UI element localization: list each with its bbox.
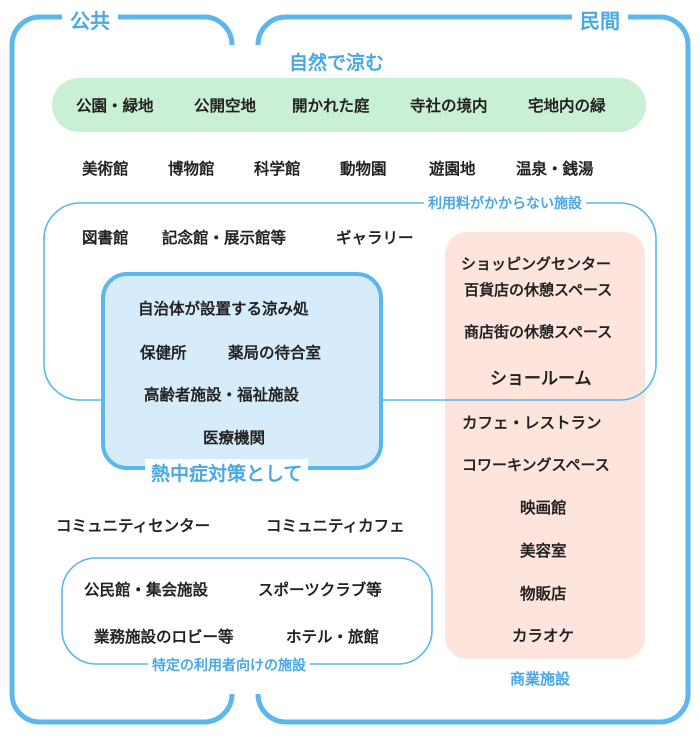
commercial-item: コワーキングスペース (462, 456, 610, 474)
facility-item: 博物館 (168, 160, 215, 178)
specific-users-title: 特定の利用者向けの施設 (148, 655, 310, 675)
specific-user-item: ホテル・旅館 (286, 628, 380, 646)
nature-item: 公開空地 (194, 97, 257, 115)
nature-item: 開かれた庭 (292, 97, 370, 115)
facility-item: 温泉・銭湯 (516, 160, 594, 178)
free-facility-item: 図書館 (82, 229, 129, 247)
heatstroke-title: 熱中症対策として (145, 459, 309, 486)
heatstroke-item: 保健所 (140, 344, 187, 362)
private-section-label: 民間 (572, 5, 628, 34)
community-item: コミュニティカフェ (266, 517, 405, 535)
commercial-free-item: 百貨店の休憩スペース (464, 281, 613, 299)
heatstroke-item: 薬局の待合室 (228, 344, 322, 362)
commercial-item: カフェ・レストラン (462, 414, 602, 432)
heatstroke-item: 自治体が設置する涼み処 (138, 300, 309, 318)
commercial-item: 物販店 (520, 585, 567, 603)
facility-item: 動物園 (340, 160, 387, 178)
specific-user-item: 公民館・集会施設 (84, 581, 209, 599)
facility-item: 科学館 (254, 160, 301, 178)
nature-title: 自然で涼む (289, 48, 385, 75)
commercial-free-item: ショッピングセンター (461, 255, 612, 273)
heatstroke-item: 医療機関 (203, 429, 266, 447)
commercial-band (445, 232, 645, 659)
commercial-free-item: ショールーム (490, 369, 592, 389)
nature-item: 公園・緑地 (76, 97, 154, 115)
heatstroke-item: 高齢者施設・福祉施設 (144, 386, 300, 404)
commercial-title: 商業施設 (510, 670, 571, 688)
specific-user-item: 業務施設のロビー等 (94, 628, 234, 646)
free-facility-item: 記念館・展示館等 (162, 229, 287, 247)
free-facilities-title: 利用料がかからない施設 (424, 193, 586, 213)
nature-band (52, 78, 646, 132)
facility-item: 遊園地 (429, 160, 476, 178)
commercial-item: 映画館 (520, 499, 567, 517)
commercial-free-item: 商店街の休憩スペース (464, 323, 613, 341)
free-facility-item: ギャラリー (336, 229, 414, 247)
specific-user-item: スポーツクラブ等 (258, 581, 382, 599)
nature-item: 宅地内の緑 (528, 97, 606, 115)
commercial-item: カラオケ (512, 627, 575, 645)
commercial-item: 美容室 (520, 542, 567, 560)
nature-item: 寺社の境内 (410, 97, 488, 115)
community-item: コミュニティセンター (56, 517, 211, 535)
public-section-label: 公共 (62, 5, 118, 34)
facility-item: 美術館 (82, 160, 129, 178)
